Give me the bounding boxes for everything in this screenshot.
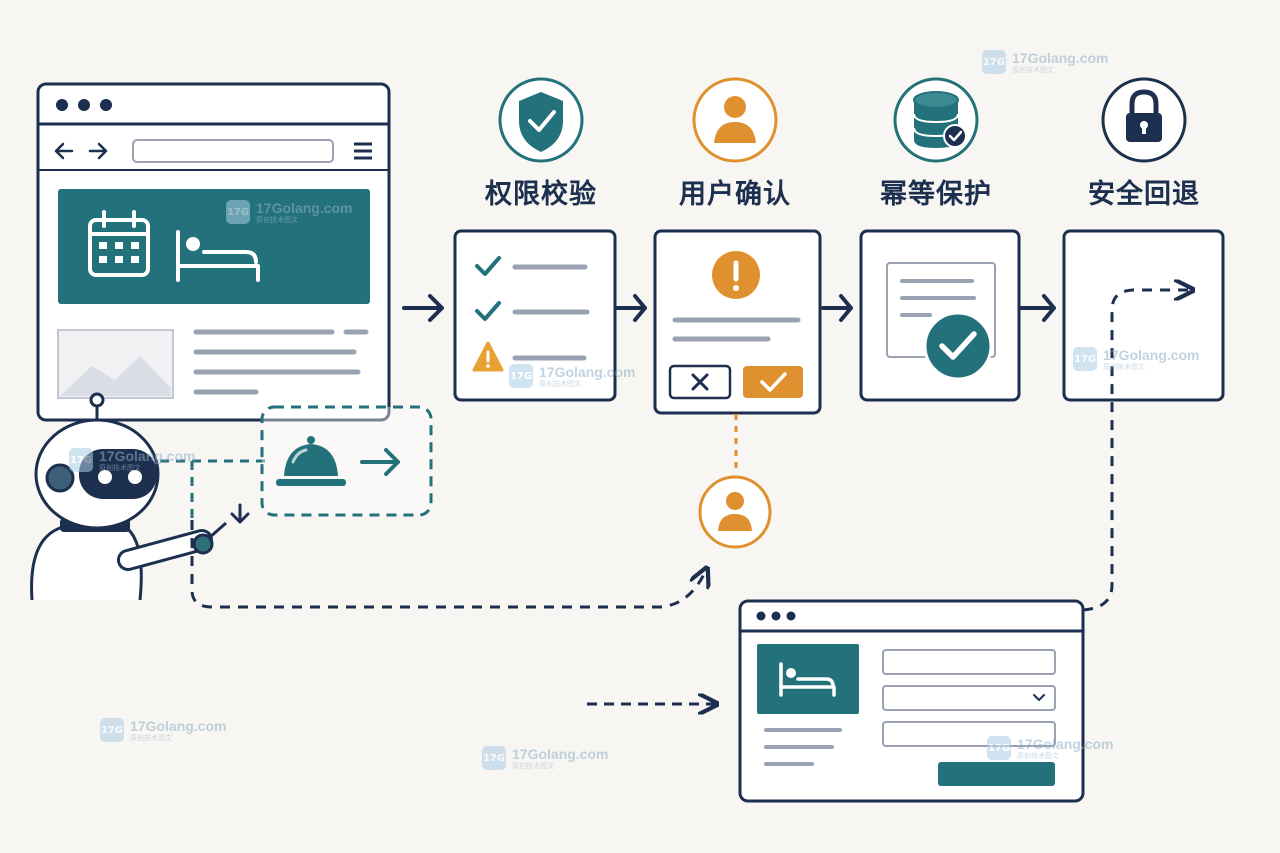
arrow-right-icon	[360, 448, 400, 476]
check-icon	[475, 301, 501, 321]
step-label-idempotency: 幂等保护	[880, 179, 992, 210]
bed-icon	[779, 662, 836, 697]
permission-check-card	[453, 229, 617, 402]
forward-arrow-icon[interactable]	[88, 142, 108, 160]
cancel-button[interactable]	[668, 364, 732, 400]
rollback-card	[1062, 229, 1225, 402]
idempotency-card	[859, 229, 1021, 402]
step-label-user-confirm: 用户确认	[679, 179, 791, 210]
date-field[interactable]	[882, 721, 1056, 747]
service-action-box[interactable]	[260, 405, 433, 517]
database-check-icon	[913, 91, 967, 148]
robot-icon	[30, 392, 227, 601]
exclamation-icon	[712, 251, 760, 299]
step-1-icon	[498, 77, 584, 163]
bed-icon	[176, 230, 260, 282]
room-type-select[interactable]	[882, 685, 1056, 711]
booking-form-window	[738, 599, 1085, 803]
confirm-button[interactable]	[743, 366, 803, 398]
person-icon	[698, 475, 772, 549]
submit-button[interactable]	[938, 762, 1055, 786]
name-field[interactable]	[882, 649, 1056, 675]
step-label-permission: 权限校验	[485, 179, 597, 210]
robot-to-user-path	[190, 520, 706, 609]
main-browser-window	[36, 82, 391, 422]
step-3-icon	[893, 77, 979, 163]
warning-icon	[472, 341, 504, 372]
service-bell-icon	[276, 436, 346, 486]
user-confirm-card	[653, 229, 822, 415]
calendar-icon	[88, 210, 150, 277]
shield-check-icon	[519, 92, 563, 152]
window-controls	[56, 99, 112, 111]
menu-icon[interactable]	[354, 142, 372, 160]
chevron-down-icon	[1033, 694, 1045, 701]
lock-icon	[1126, 89, 1162, 142]
step-2-icon	[692, 77, 778, 163]
user-icon	[714, 96, 756, 143]
step-4-icon	[1101, 77, 1187, 163]
robot-pointer-arrow	[230, 503, 250, 524]
step-label-rollback: 安全回退	[1088, 179, 1200, 210]
text-lines	[193, 329, 369, 395]
image-placeholder	[57, 329, 174, 399]
flow-arrows	[402, 294, 1056, 322]
address-bar[interactable]	[132, 139, 334, 163]
check-icon	[475, 256, 501, 276]
x-icon	[691, 373, 709, 391]
back-arrow-icon[interactable]	[54, 142, 74, 160]
rollback-return-path	[1082, 290, 1191, 612]
check-icon	[760, 372, 787, 392]
check-circle-icon	[923, 311, 993, 381]
